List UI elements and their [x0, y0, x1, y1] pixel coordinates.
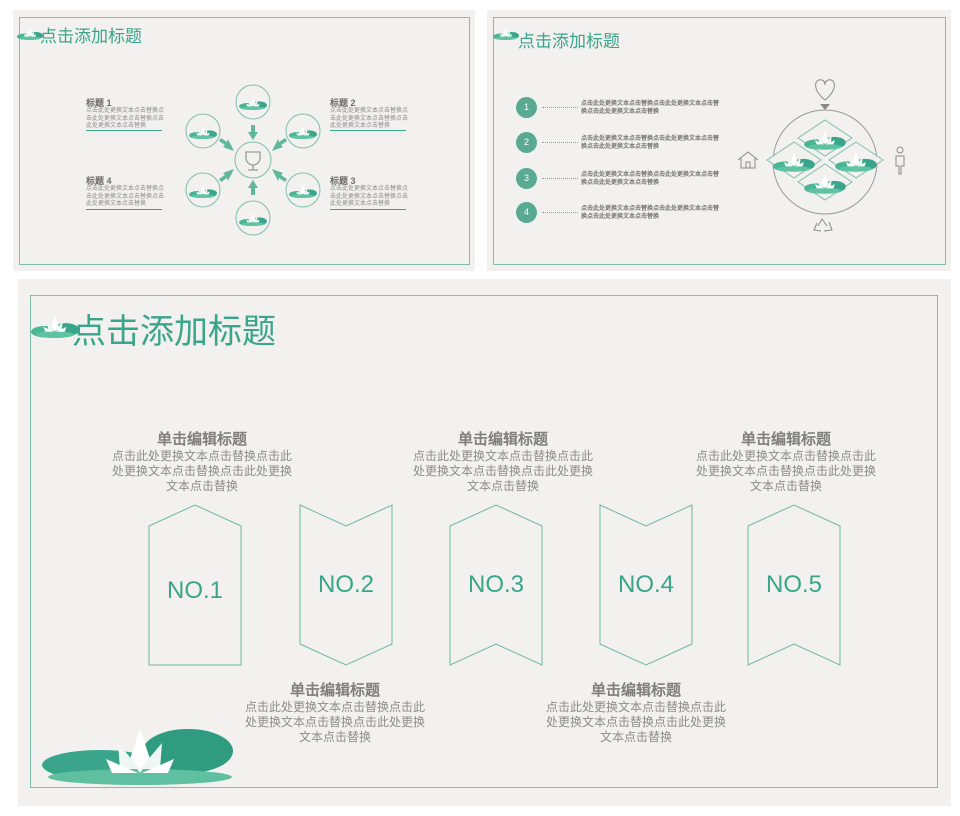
block-heading[interactable]: 单击编辑标题 — [457, 431, 548, 448]
block-body[interactable]: 点击此处更换文本点击替换点击此处更换文本点击替换点击此处更换文本点击替换 — [546, 700, 727, 744]
number-shape-2[interactable]: NO.2 — [299, 504, 393, 666]
step-text[interactable]: 点击此处更换文本点击替换点击此处更换文本点击替换点击此处更换文本点击替换 — [581, 101, 720, 115]
item-1-heading[interactable]: 标题 1 — [86, 98, 112, 108]
home-icon — [737, 151, 759, 169]
heart-icon — [815, 79, 835, 101]
slide-2[interactable]: 点击添加标题 1 点击此处更换文本点击替换点击此处更换文本点击替换点击此处更换文… — [487, 10, 951, 271]
person-icon — [895, 146, 905, 175]
slide-3-frame — [30, 295, 938, 788]
item-2-heading[interactable]: 标题 2 — [330, 98, 356, 108]
connector-line — [542, 178, 578, 179]
connector-line — [542, 212, 578, 213]
block-body[interactable]: 点击此处更换文本点击替换点击此处更换文本点击替换点击此处更换文本点击替换 — [413, 449, 594, 493]
step-circle: 4 — [516, 202, 537, 223]
divider — [86, 130, 162, 131]
step-circle: 3 — [516, 168, 537, 189]
number-label: NO.1 — [166, 577, 223, 604]
trophy-icon — [245, 151, 261, 171]
slide-1-title[interactable]: 点击添加标题 — [40, 27, 142, 46]
number-shape-1[interactable]: NO.1 — [148, 504, 242, 666]
slide-1-frame — [19, 17, 470, 265]
number-label: NO.4 — [617, 571, 674, 598]
number-label: NO.3 — [467, 571, 524, 598]
block-body[interactable]: 点击此处更换文本点击替换点击此处更换文本点击替换点击此处更换文本点击替换 — [245, 700, 426, 744]
number-shape-4[interactable]: NO.4 — [599, 504, 693, 666]
number-label: NO.5 — [765, 571, 822, 598]
block-heading[interactable]: 单击编辑标题 — [590, 682, 681, 699]
item-1-body[interactable]: 点击此处更换文本点击替换点击此处更换文本点击替换点击此处更换文本点击替换 — [86, 108, 165, 129]
connector-line — [542, 142, 578, 143]
slide-3[interactable]: 点击添加标题 单击编辑标题 点击此处更换文本点击替换点击此处更换文本点击替换点击… — [18, 279, 951, 806]
number-label: NO.2 — [317, 571, 374, 598]
slide-3-title[interactable]: 点击添加标题 — [72, 313, 276, 351]
block-heading[interactable]: 单击编辑标题 — [156, 431, 247, 448]
divider — [330, 130, 406, 131]
block-heading[interactable]: 单击编辑标题 — [740, 431, 831, 448]
item-2-body[interactable]: 点击此处更换文本点击替换点击此处更换文本点击替换点击此处更换文本点击替换 — [330, 108, 409, 129]
block-body[interactable]: 点击此处更换文本点击替换点击此处更换文本点击替换点击此处更换文本点击替换 — [112, 449, 293, 493]
item-3-heading[interactable]: 标题 3 — [330, 176, 356, 186]
block-heading[interactable]: 单击编辑标题 — [289, 682, 380, 699]
divider — [86, 209, 162, 210]
slide-2-frame — [493, 17, 946, 265]
item-4-heading[interactable]: 标题 4 — [86, 176, 112, 186]
step-text[interactable]: 点击此处更换文本点击替换点击此处更换文本点击替换点击此处更换文本点击替换 — [581, 172, 720, 186]
step-text[interactable]: 点击此处更换文本点击替换点击此处更换文本点击替换点击此处更换文本点击替换 — [581, 206, 720, 220]
item-3-body[interactable]: 点击此处更换文本点击替换点击此处更换文本点击替换点击此处更换文本点击替换 — [330, 186, 409, 207]
step-number: 4 — [523, 207, 529, 217]
lotus-icon — [493, 24, 519, 42]
slide-2-title[interactable]: 点击添加标题 — [518, 32, 620, 51]
block-body[interactable]: 点击此处更换文本点击替换点击此处更换文本点击替换点击此处更换文本点击替换 — [696, 449, 877, 493]
step-number: 1 — [523, 102, 529, 112]
step-number: 3 — [523, 173, 529, 183]
step-circle: 2 — [516, 132, 537, 153]
number-shape-3[interactable]: NO.3 — [449, 504, 543, 666]
hub-diagram — [185, 84, 321, 236]
divider — [330, 209, 406, 210]
step-number: 2 — [523, 137, 529, 147]
item-4-body[interactable]: 点击此处更换文本点击替换点击此处更换文本点击替换点击此处更换文本点击替换 — [86, 186, 165, 207]
step-text[interactable]: 点击此处更换文本点击替换点击此处更换文本点击替换点击此处更换文本点击替换 — [581, 136, 720, 150]
lotus-illustration — [42, 729, 233, 785]
step-circle: 1 — [516, 97, 537, 118]
slide-1[interactable]: 点击添加标题 标题 1 点 — [13, 10, 475, 271]
connector-line — [542, 107, 578, 108]
number-shape-5[interactable]: NO.5 — [747, 504, 841, 666]
quad-diagram — [737, 79, 905, 232]
recycle-icon — [813, 218, 833, 232]
